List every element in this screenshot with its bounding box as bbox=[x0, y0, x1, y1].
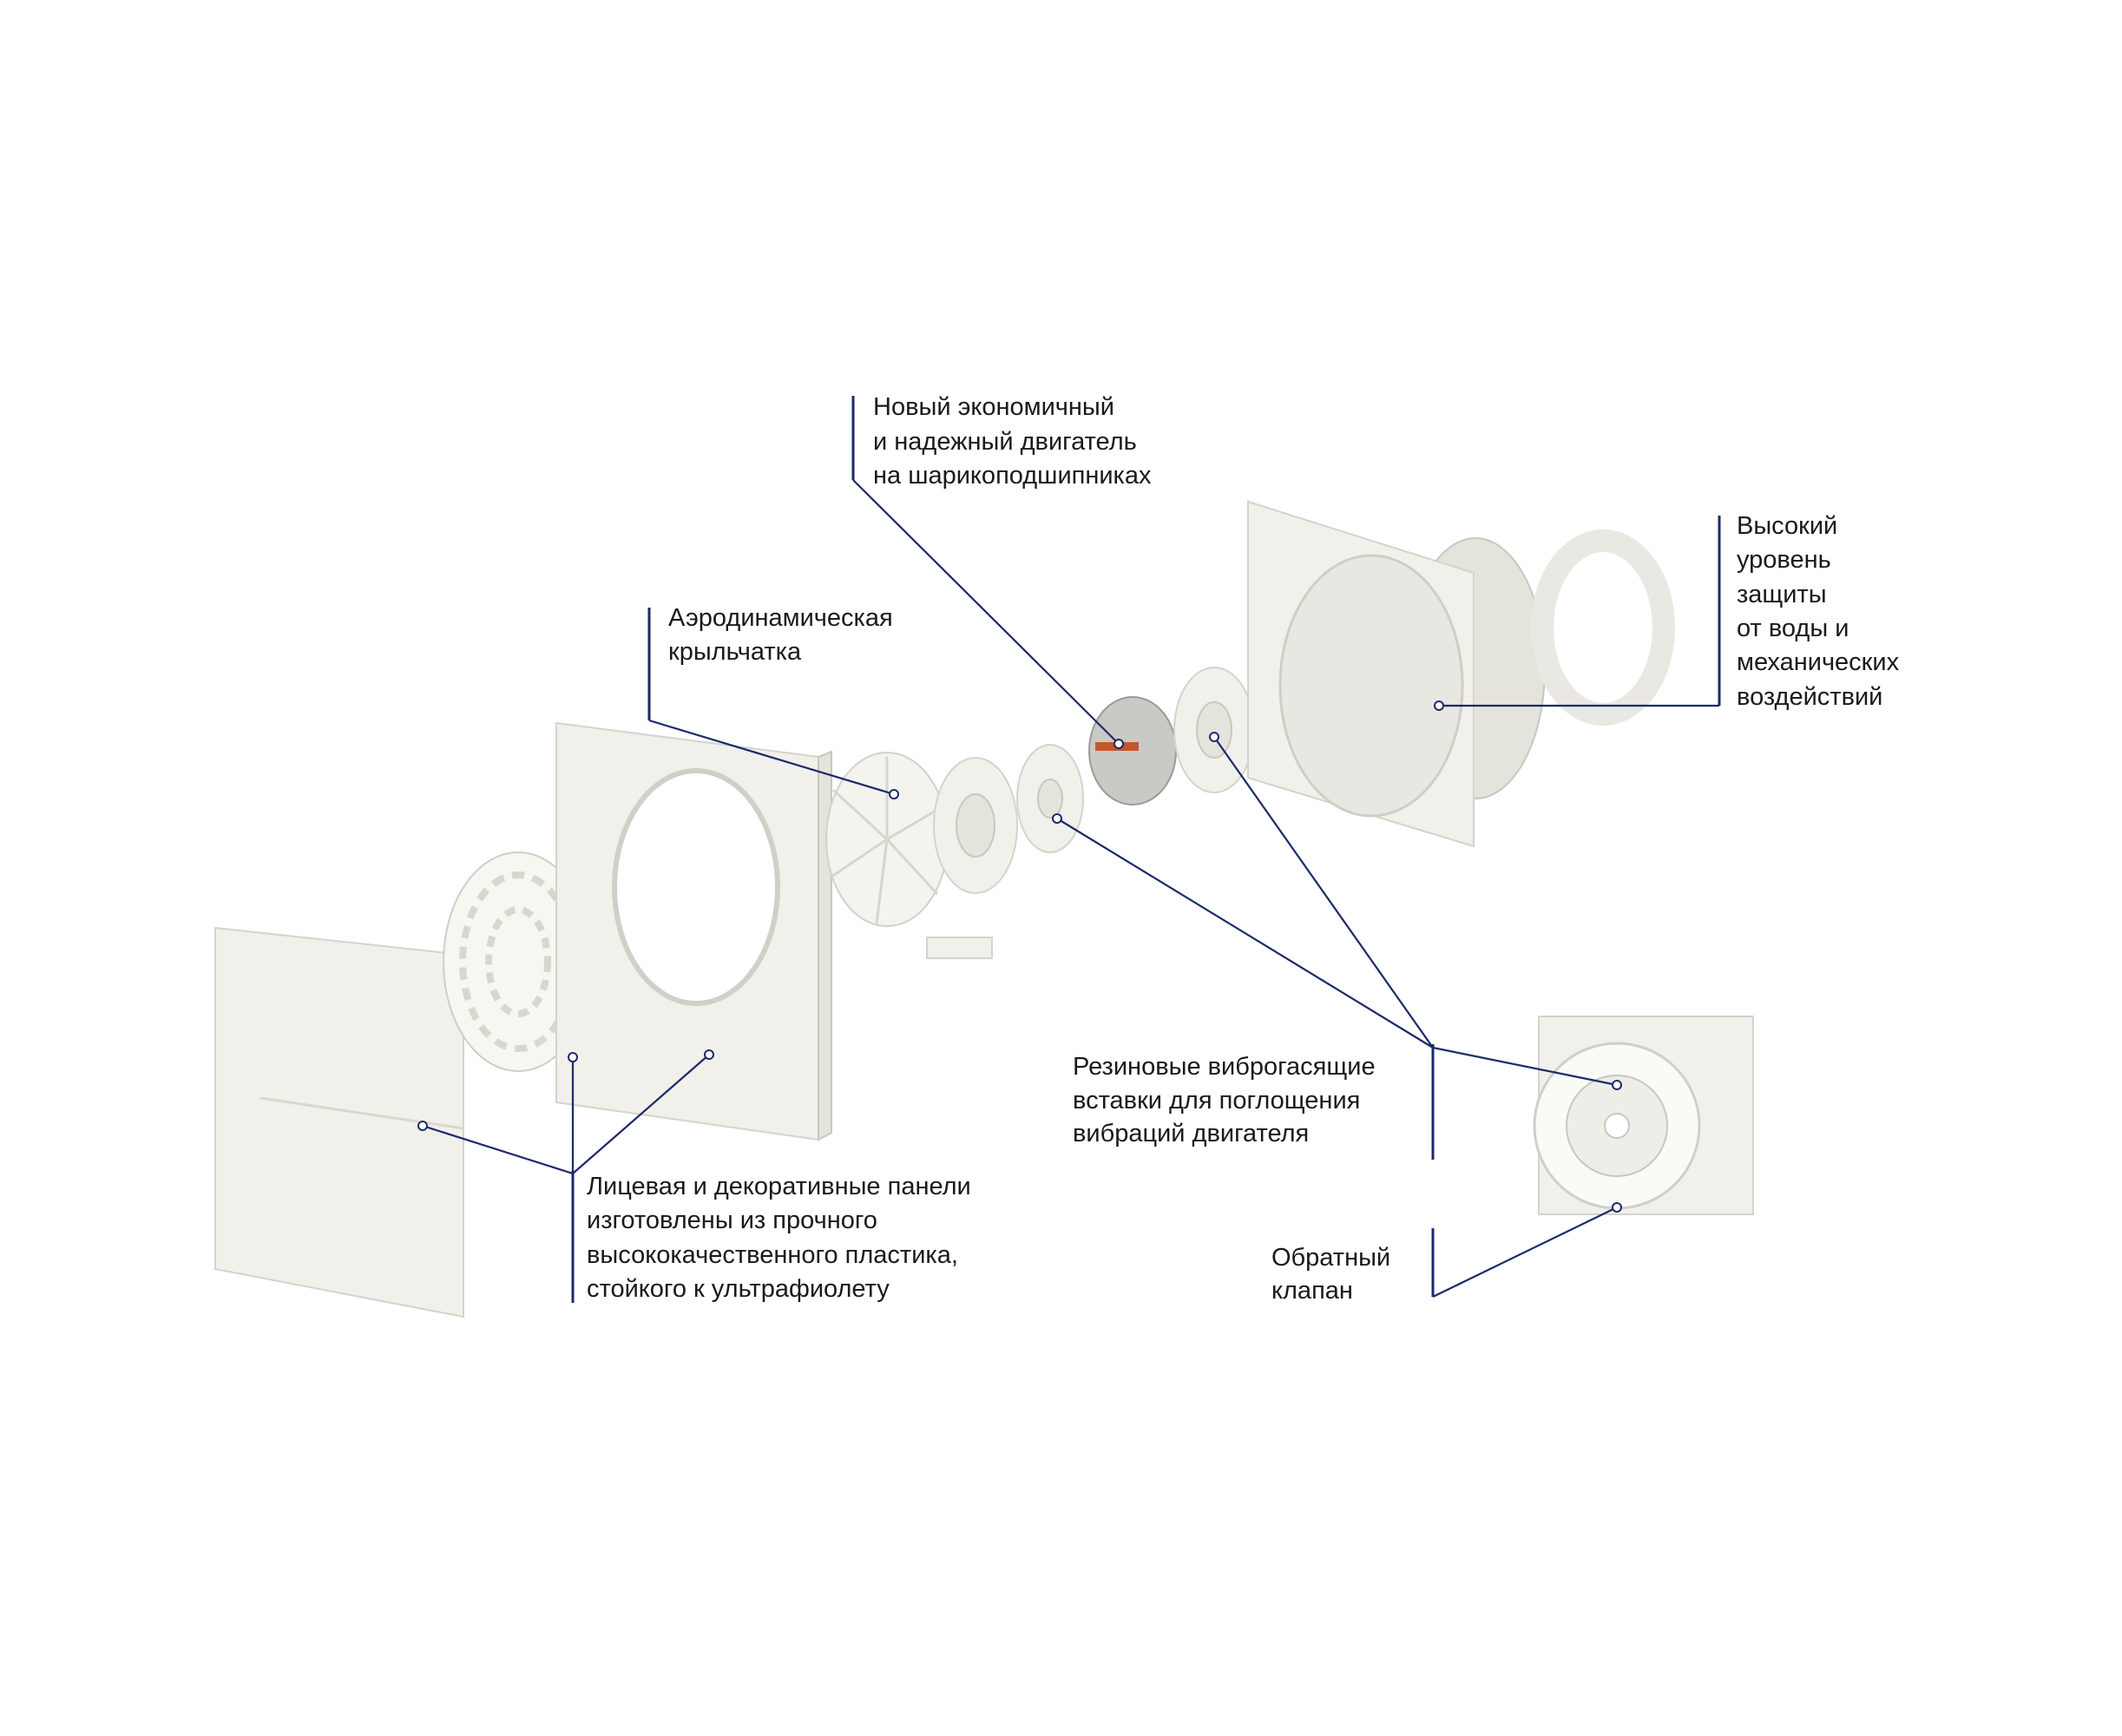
rubber-damper-rear bbox=[1173, 667, 1255, 793]
callout-line: вибраций двигателя bbox=[1073, 1120, 1309, 1147]
callout-line: Аэродинамическая bbox=[668, 604, 893, 632]
front-panel bbox=[214, 926, 464, 1318]
decorative-frame-panel bbox=[555, 721, 832, 1141]
callout-line: изготовлены из прочного bbox=[587, 1207, 877, 1234]
callout-line: Лицевая и декоративные панели bbox=[587, 1173, 971, 1200]
callout-line: высококачественного пластика, bbox=[587, 1241, 958, 1269]
impeller bbox=[825, 752, 993, 959]
callout-line: воздействий bbox=[1737, 683, 1882, 711]
callout-line: защиты bbox=[1737, 581, 1827, 608]
callout-motor: Новый экономичный и надежный двигатель н… bbox=[873, 393, 1152, 490]
fan-housing bbox=[1247, 500, 1546, 848]
callout-line: от воды и bbox=[1737, 615, 1849, 642]
callout-line: уровень bbox=[1737, 546, 1831, 574]
callout-line: клапан bbox=[1271, 1277, 1353, 1305]
rubber-damper-front bbox=[1016, 744, 1084, 853]
leader-lines bbox=[417, 396, 1721, 1303]
callout-line: Обратный bbox=[1271, 1244, 1390, 1272]
callout-line: стойкого к ультрафиолету bbox=[587, 1275, 890, 1303]
callout-line: вставки для поглощения bbox=[1073, 1087, 1360, 1115]
callout-panels: Лицевая и декоративные панели изготовлен… bbox=[587, 1173, 971, 1303]
assembled-fan bbox=[1533, 1016, 1754, 1215]
callout-check-valve: Обратный клапан bbox=[1271, 1244, 1390, 1305]
callout-protection: Высокий уровень защиты от воды и механич… bbox=[1737, 512, 1900, 711]
callout-impeller: Аэродинамическая крыльчатка bbox=[668, 604, 893, 666]
callout-line: на шарикоподшипниках bbox=[873, 462, 1152, 490]
sealing-ring bbox=[1531, 529, 1675, 726]
callout-line: Высокий bbox=[1737, 512, 1837, 540]
callout-line: крыльчатка bbox=[668, 638, 802, 666]
motor bbox=[1088, 696, 1177, 806]
callout-line: механических bbox=[1737, 648, 1900, 676]
callout-line: и надежный двигатель bbox=[873, 428, 1137, 456]
callout-line: Новый экономичный bbox=[873, 393, 1114, 421]
motor-mount-disk bbox=[933, 757, 1018, 894]
callout-line: Резиновые виброгасящие bbox=[1073, 1053, 1376, 1081]
callout-dampers: Резиновые виброгасящие вставки для погло… bbox=[1073, 1053, 1376, 1147]
